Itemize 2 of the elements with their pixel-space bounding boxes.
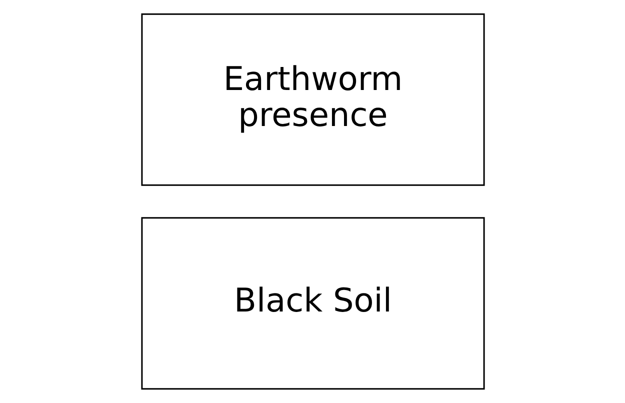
node-box: Black Soil [140, 217, 484, 390]
node-box: Earthworm presence [140, 13, 484, 186]
